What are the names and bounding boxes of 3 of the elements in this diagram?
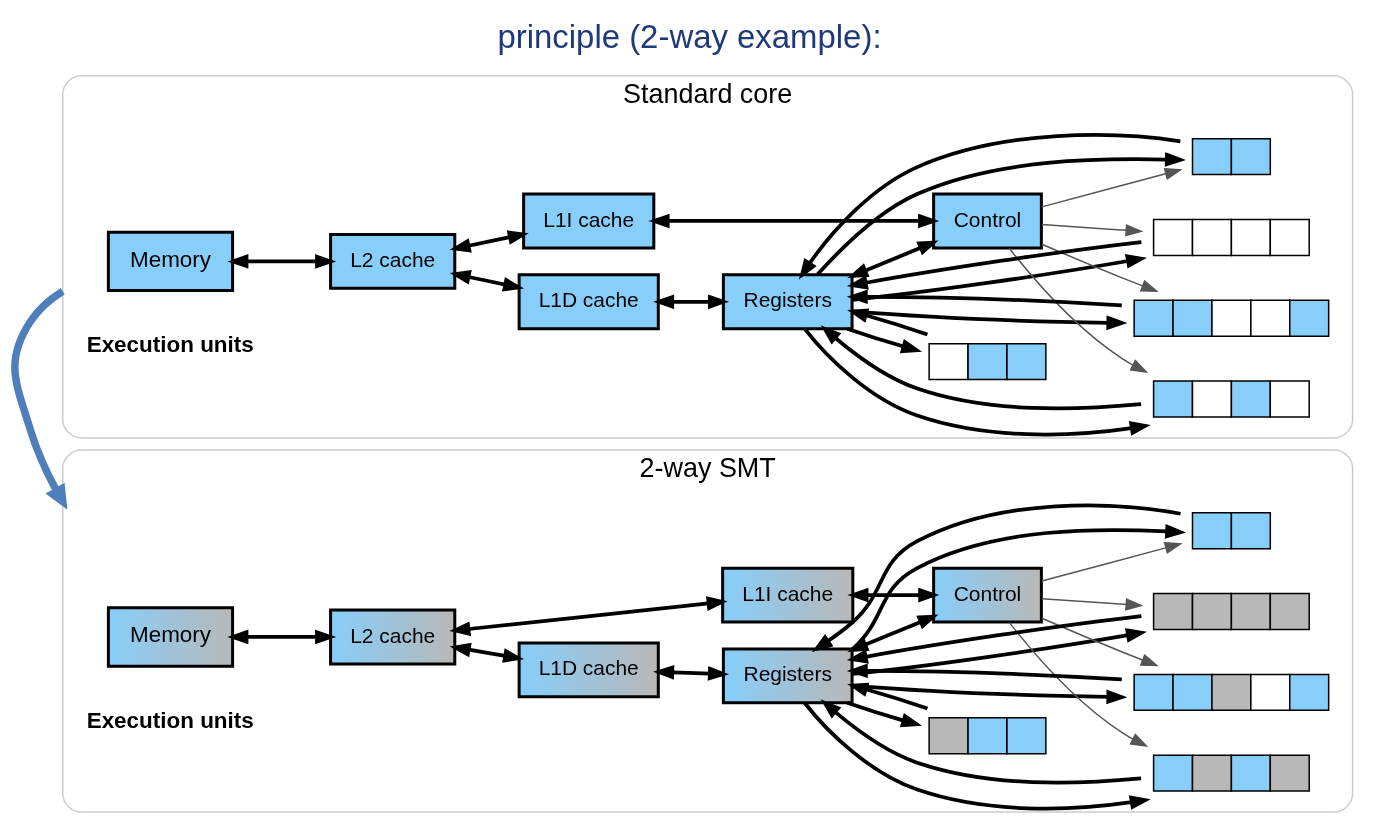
diagram-title: principle (2-way example): bbox=[497, 17, 882, 55]
label: Execution units bbox=[86, 331, 254, 357]
label: Execution units bbox=[86, 707, 254, 732]
